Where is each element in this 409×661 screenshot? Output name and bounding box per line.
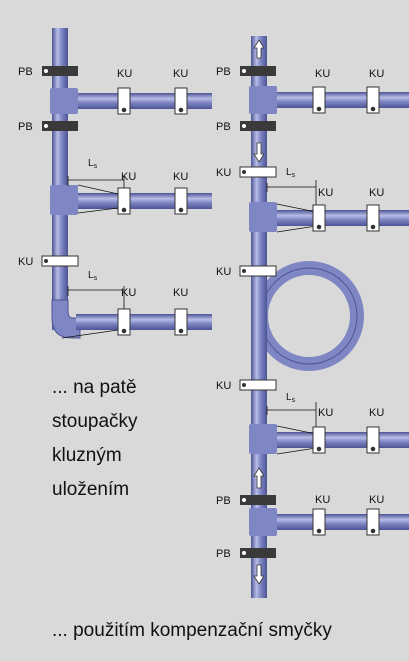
right-ku-label-riser-3: KU xyxy=(216,380,231,392)
right-ku-label-2a: KU xyxy=(318,187,333,199)
left-ku-label-3b: KU xyxy=(173,287,188,299)
right-branch-2 xyxy=(264,210,409,226)
left-branch-2 xyxy=(66,193,212,209)
right-branch-clamps xyxy=(312,86,380,536)
right-ku-label-1b: KU xyxy=(369,68,384,80)
arrow-up-icon xyxy=(253,467,265,489)
right-pb-clamps xyxy=(240,66,276,558)
right-tee-3 xyxy=(249,424,277,454)
caption-left-line-1: ... na patě xyxy=(52,377,137,398)
right-ku-label-riser-1: KU xyxy=(216,167,231,179)
right-branch-1 xyxy=(264,92,409,108)
left-ls-dimension-1 xyxy=(67,176,125,214)
left-riser: PB PB KU KU KU KU KU KU KU Ls Ls xyxy=(18,28,212,339)
right-ku-label-4b: KU xyxy=(369,494,384,506)
right-ku-label-1a: KU xyxy=(315,68,330,80)
left-ku-label-1a: KU xyxy=(117,68,132,80)
right-tee-4 xyxy=(249,508,277,536)
right-pb-label-1: PB xyxy=(216,66,231,78)
right-tee-1 xyxy=(249,86,277,114)
right-pb-label-2: PB xyxy=(216,121,231,133)
left-ku-label-2b: KU xyxy=(173,171,188,183)
left-pb-clamp-2 xyxy=(42,121,78,131)
right-riser: PB PB KU KU KU PB PB KU KU KU KU KU KU K… xyxy=(216,36,409,598)
right-ku-riser-clamps xyxy=(239,166,277,391)
right-tee-2 xyxy=(249,202,277,232)
right-pb-label-4: PB xyxy=(216,548,231,560)
left-ku-clamp-riser xyxy=(41,255,79,267)
right-ku-label-2b: KU xyxy=(369,187,384,199)
left-ku-label-3a: KU xyxy=(121,287,136,299)
right-branch-4 xyxy=(264,514,409,530)
caption-left-line-3: kluzným xyxy=(52,445,122,466)
left-tee-2 xyxy=(50,185,78,215)
arrow-down-icon xyxy=(253,142,265,163)
left-ls-label-2: Ls xyxy=(88,270,98,282)
left-ls-label-1: Ls xyxy=(88,158,98,170)
caption-bottom: ... použitím kompenzační smyčky xyxy=(52,620,332,641)
right-ls-label-1: Ls xyxy=(286,167,296,179)
caption-left-line-4: uložením xyxy=(52,479,129,500)
right-branch-3 xyxy=(264,432,409,448)
left-ku-label-2a: KU xyxy=(121,171,136,183)
right-ku-label-3a: KU xyxy=(318,407,333,419)
left-pb-label-1: PB xyxy=(18,66,33,78)
left-pb-label-2: PB xyxy=(18,121,33,133)
left-tee-1 xyxy=(50,88,78,114)
left-ku-label-riser: KU xyxy=(18,256,33,268)
left-riser-elbow xyxy=(51,299,81,339)
right-ku-label-3b: KU xyxy=(369,407,384,419)
right-ku-label-riser-2: KU xyxy=(216,266,231,278)
arrow-down-icon xyxy=(253,564,265,585)
right-pb-label-3: PB xyxy=(216,495,231,507)
left-pb-clamp-1 xyxy=(42,66,78,76)
caption-left-line-2: stoupačky xyxy=(52,411,138,432)
right-ku-label-4a: KU xyxy=(315,494,330,506)
arrow-up-icon xyxy=(253,39,265,59)
captions: ... na patě stoupačky kluzným uložením .… xyxy=(52,377,332,641)
left-branch-clamps xyxy=(117,87,188,336)
left-branch-1 xyxy=(66,93,212,109)
left-branch-3 xyxy=(76,314,212,330)
right-ls-label-2: Ls xyxy=(286,392,296,404)
left-ku-label-1b: KU xyxy=(173,68,188,80)
